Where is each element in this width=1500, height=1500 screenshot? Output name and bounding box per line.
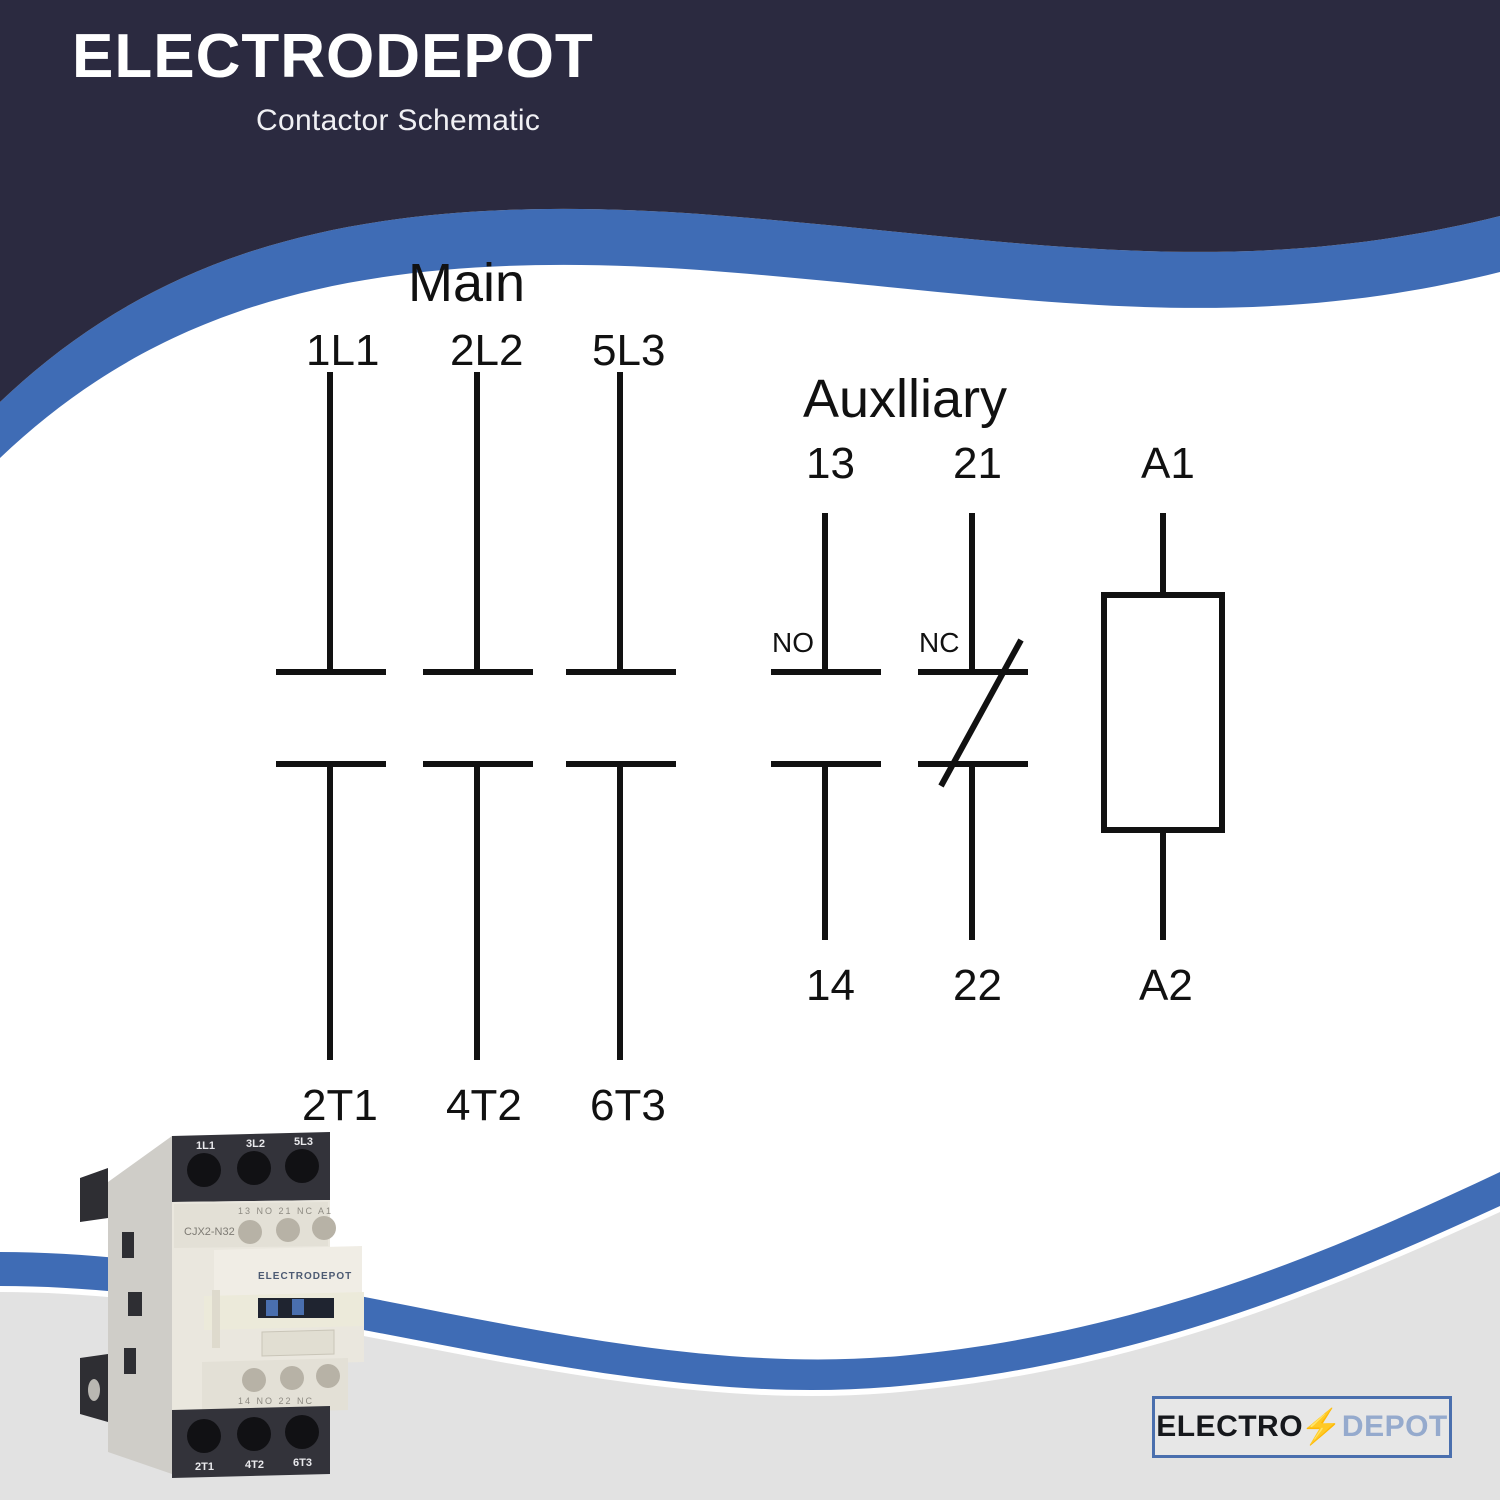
terminal-label-4t2: 4T2 [245,1459,264,1471]
auxiliary-nc-bottom-label: 22 [953,961,1002,1010]
contactor-window-blue-2 [292,1299,304,1315]
contactor-left-slot-2 [128,1292,142,1316]
main-pole-3: 5L3 6T3 [566,326,676,1130]
main-pole-1-top-label: 1L1 [306,326,379,375]
main-pole-2: 2L2 4T2 [423,326,533,1130]
aux-screw-a1 [312,1216,336,1240]
contactor-aux-top-labels: 13 NO 21 NC A1 [238,1206,333,1216]
footer-logo-primary: ELECTRO [1156,1410,1304,1443]
contactor-lower-aux-strip [202,1358,348,1414]
main-pole-2-top-label: 2L2 [450,326,523,375]
lightning-bolt-icon: ⚡ [1300,1408,1343,1446]
main-section-heading: Main [408,253,525,313]
auxiliary-no-type-label: NO [772,627,814,658]
main-pole-1: 1L1 2T1 [276,326,386,1130]
footer-logo-text: ELECTRO⚡DEPOT [1156,1410,1448,1444]
auxiliary-no-top-label: 13 [806,439,855,488]
terminal-hole-4t2 [237,1417,271,1451]
page-title: ELECTRODEPOT [72,22,594,91]
terminal-label-1l1: 1L1 [196,1140,215,1152]
aux-screw-extra [316,1364,340,1388]
contactor-left-slot-3 [124,1348,136,1374]
main-pole-3-bottom-label: 6T3 [590,1081,666,1130]
terminal-hole-5l3 [285,1149,319,1183]
terminal-hole-2t1 [187,1419,221,1453]
coil-top-label: A1 [1141,439,1195,488]
terminal-hole-3l2 [237,1151,271,1185]
main-pole-1-bottom-label: 2T1 [302,1081,378,1130]
footer-logo-secondary: DEPOT [1341,1410,1448,1443]
coil-symbol: A1 A2 [1101,439,1225,1010]
aux-screw-22 [280,1366,304,1390]
terminal-label-5l3: 5L3 [294,1136,313,1148]
main-pole-2-bottom-label: 4T2 [446,1081,522,1130]
bottom-blue-wave [0,1172,1500,1391]
aux-screw-21 [276,1218,300,1242]
main-pole-3-top-label: 5L3 [592,326,665,375]
auxiliary-contact-nc: 21 NC 22 [918,439,1028,1010]
contactor-window-blue-1 [266,1300,278,1316]
header-blue-wave [0,208,1500,458]
aux-screw-14 [242,1368,266,1392]
aux-screw-13 [238,1220,262,1244]
header-navy-wave [0,0,1500,402]
contactor-left-dark-tab [80,1168,108,1222]
contactor-aux-bottom-labels: 14 NO 22 NC [238,1396,314,1406]
page-subtitle: Contactor Schematic [256,104,541,137]
footer-logo[interactable]: ELECTRO⚡DEPOT [1152,1396,1452,1458]
contactor-product-photo: 1L1 3L2 5L3 13 NO 21 NC A1 CJX2-N32 ELEC… [80,1132,364,1478]
bottom-gray-wave [0,1212,1500,1500]
auxiliary-nc-top-label: 21 [953,439,1002,488]
contactor-left-slot-1 [122,1232,134,1258]
terminal-hole-6t3 [285,1415,319,1449]
contactor-side-rail [212,1290,220,1348]
coil-rectangle [1101,592,1225,833]
auxiliary-contact-no: 13 NO 14 [771,439,881,1010]
contactor-brand-label: ELECTRODEPOT [258,1271,352,1282]
coil-bottom-label: A2 [1139,961,1193,1010]
auxiliary-nc-type-label: NC [919,627,959,658]
contactor-model-label: CJX2-N32 [184,1226,235,1238]
terminal-label-3l2: 3L2 [246,1138,265,1150]
terminal-label-2t1: 2T1 [195,1461,214,1473]
terminal-hole-1l1 [187,1153,221,1187]
contactor-mount-hole [88,1379,100,1401]
contactor-brand-plate [214,1246,362,1298]
auxiliary-no-bottom-label: 14 [806,961,855,1010]
terminal-label-6t3: 6T3 [293,1457,312,1469]
auxiliary-section-heading: Auxlliary [803,369,1007,429]
auxiliary-nc-diagonal-slash [938,638,1024,788]
contactor-lever [261,1329,335,1357]
